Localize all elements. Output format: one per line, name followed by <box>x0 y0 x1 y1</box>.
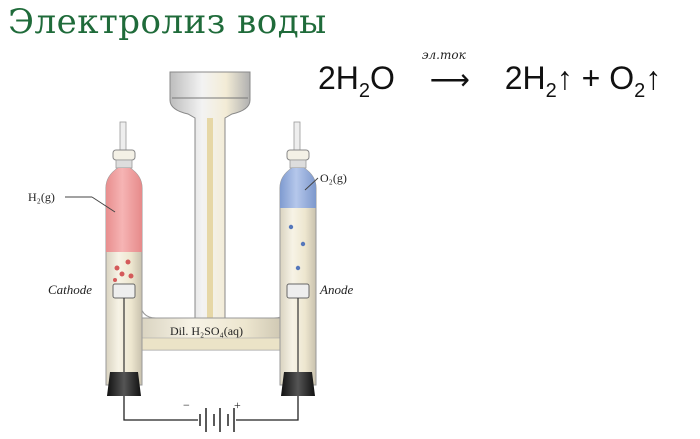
battery-circuit: − + <box>123 396 299 432</box>
product1-subscript: 2 <box>545 80 557 102</box>
anode-electrode <box>286 283 310 299</box>
reactant-o: O <box>370 60 395 96</box>
electrolyte-label: Dil. H₂SO₄(aq) <box>170 324 243 338</box>
battery-plus: + <box>234 398 241 412</box>
oxygen-label: O₂(g) <box>320 171 347 185</box>
product1-h: H <box>522 60 546 96</box>
hydrogen-gas <box>106 168 142 252</box>
reactant-coefficient: 2 <box>318 60 336 96</box>
gas-up-arrow-icon: ↑ <box>556 60 573 96</box>
product2-o: O <box>609 60 635 96</box>
left-tube: H₂(g) Cathode <box>28 121 143 396</box>
product1-coefficient: 2 <box>504 60 523 96</box>
reaction-equation: 2H2O эл.ток ⟶ 2H2↑ + O2↑ <box>318 48 662 103</box>
right-tube: O₂(g) Anode <box>279 121 353 396</box>
gas-up-arrow-icon: ↑ <box>645 60 662 96</box>
cathode-label: Cathode <box>48 282 92 297</box>
right-stopper <box>281 372 315 396</box>
hydrogen-label: H₂(g) <box>28 190 55 204</box>
arrow-icon: ⟶ <box>429 64 470 95</box>
reactant-subscript: 2 <box>358 80 371 102</box>
arrow-label: эл.ток <box>421 48 466 62</box>
reservoir-bulb <box>169 71 251 321</box>
product2-subscript: 2 <box>634 80 646 102</box>
left-stopper <box>107 372 141 396</box>
connecting-tube: Dil. H₂SO₄(aq) <box>139 299 291 351</box>
anode-label: Anode <box>319 282 353 297</box>
page-title: Электролиз воды <box>8 2 327 42</box>
oxygen-gas <box>280 168 316 208</box>
cathode-electrode <box>112 283 136 299</box>
battery-minus: − <box>183 398 190 412</box>
reactant-h: H <box>335 60 359 96</box>
plus-sign: + <box>581 60 601 96</box>
reaction-arrow: эл.ток ⟶ <box>418 48 482 97</box>
